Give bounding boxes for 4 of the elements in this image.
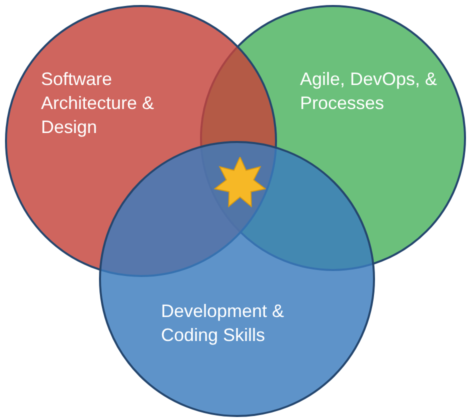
venn-circle: [99, 141, 375, 417]
circle-label: Software Architecture & Design: [41, 68, 156, 139]
circle-label: Agile, DevOps, & Processes: [300, 68, 438, 115]
circle-label: Development & Coding Skills: [161, 300, 286, 347]
